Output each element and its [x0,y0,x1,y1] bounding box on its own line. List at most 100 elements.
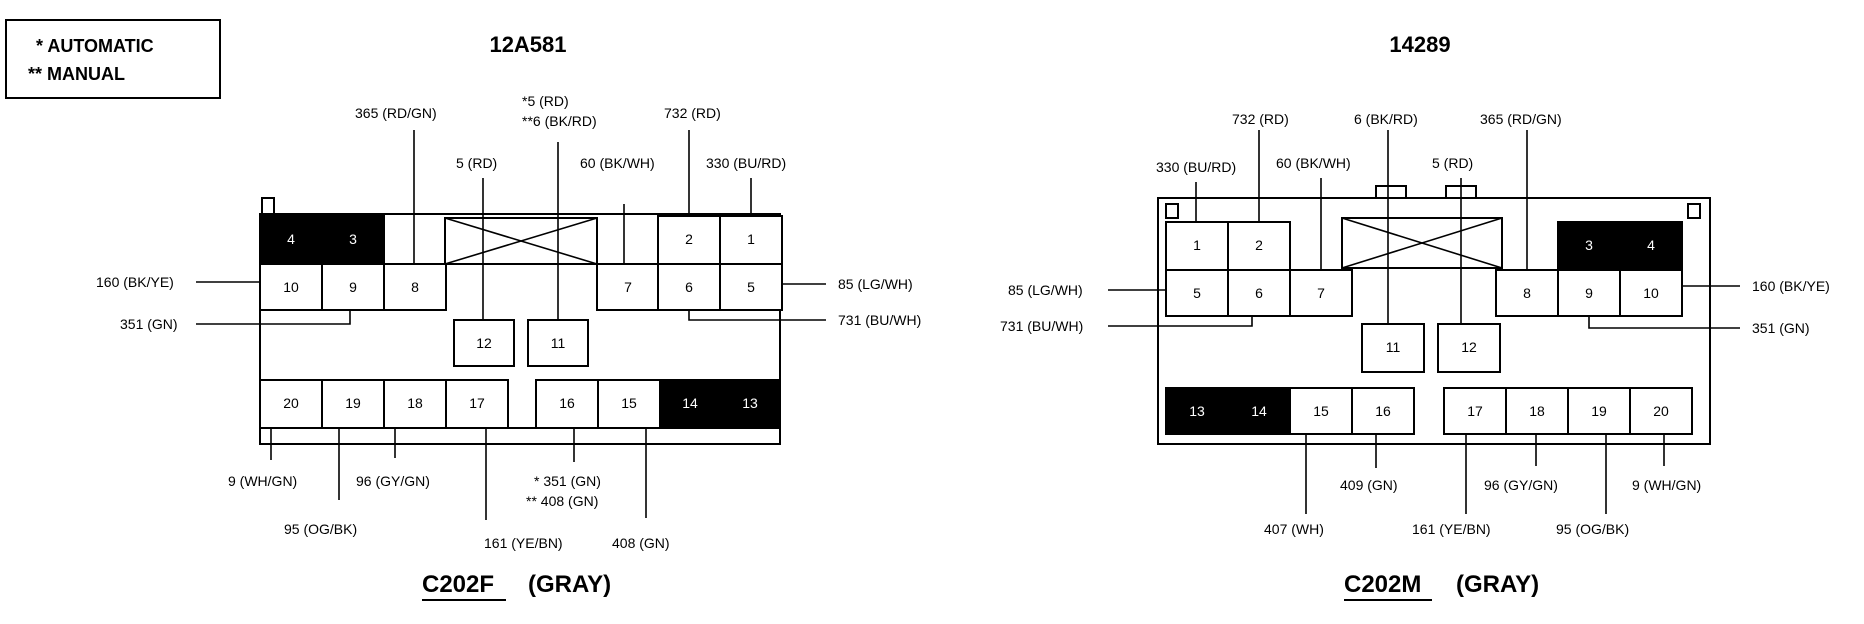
svg-text:17: 17 [469,395,485,411]
legend-box: * AUTOMATIC ** MANUAL [5,19,221,99]
svg-text:18: 18 [1529,403,1545,419]
c202m-pin-8 [1495,269,1559,317]
c202f-wire-408: 408 (GN) [612,535,670,551]
c202m-wire-407: 407 (WH) [1264,521,1324,537]
svg-text:11: 11 [1386,339,1401,355]
svg-text:13: 13 [742,395,758,411]
c202m-wire-96: 96 (GY/GN) [1484,477,1558,493]
svg-text:19: 19 [345,395,361,411]
c202f-caption-color: (GRAY) [528,571,611,598]
c202f-wire-95: 95 (OG/BK) [284,521,357,537]
c202f-wire-6-manual: **6 (BK/RD) [522,113,597,129]
svg-text:5: 5 [1193,285,1201,301]
c202m-wire-160: 160 (BK/YE) [1752,278,1830,294]
c202f-wire-5: 5 (RD) [456,155,497,171]
svg-text:20: 20 [1653,403,1669,419]
svg-text:2: 2 [1255,237,1263,253]
c202f-pin-5 [719,263,783,311]
c202f-wire-330: 330 (BU/RD) [706,155,786,171]
c202m-pin-11 [1361,323,1425,373]
svg-text:9: 9 [349,279,357,295]
c202f-pin-12 [453,319,515,367]
svg-text:14: 14 [1251,403,1267,419]
c202f-part-number: 12A581 [489,32,566,57]
svg-text:12: 12 [1461,339,1477,355]
c202m-wire-6: 6 (BK/RD) [1354,111,1418,127]
c202m-pin-15 [1289,387,1353,435]
c202m-wire-60: 60 (BK/WH) [1276,155,1351,171]
c202f-wire-85: 85 (LG/WH) [838,276,913,292]
c202m-pin-14 [1227,387,1291,435]
c202f-pin-4 [259,215,323,263]
c202f-pin-17 [445,379,509,429]
c202f-pin-9 [321,263,385,311]
c202f-wire-408-manual: ** 408 (GN) [526,493,598,509]
svg-text:3: 3 [349,231,357,247]
c202f-pin-8 [383,263,447,311]
c202f-wire-160: 160 (BK/YE) [96,274,174,290]
svg-text:5: 5 [747,279,755,295]
c202f-pin-18 [383,379,447,429]
c202m-wire-351: 351 (GN) [1752,320,1810,336]
c202m-pin-18 [1505,387,1569,435]
c202f-wire-351-auto: * 351 (GN) [534,473,601,489]
svg-text:10: 10 [1643,285,1659,301]
c202m-blank-cavity [1341,217,1503,269]
svg-text:2: 2 [685,231,693,247]
c202f-wire-731: 731 (BU/WH) [838,312,921,328]
c202m-wire-365: 365 (RD/GN) [1480,111,1562,127]
c202f-pin-13 [719,379,781,429]
c202m-caption-name: C202M [1344,571,1421,598]
connector-c202f: 12A581 4 3 10 9 8 2 1 7 6 5 [96,32,921,601]
c202f-wire-60: 60 (BK/WH) [580,155,655,171]
c202f-wire-161: 161 (YE/BN) [484,535,563,551]
c202m-caption-color: (GRAY) [1456,571,1539,598]
svg-text:3: 3 [1585,237,1593,253]
c202m-pin-16 [1351,387,1415,435]
c202m-pin-13 [1165,387,1229,435]
c202m-pin-20 [1629,387,1693,435]
svg-text:1: 1 [747,231,755,247]
c202f-wire-732: 732 (RD) [664,105,721,121]
svg-text:13: 13 [1189,403,1205,419]
legend-automatic: * AUTOMATIC [36,36,154,56]
c202f-wire-96: 96 (GY/GN) [356,473,430,489]
svg-text:16: 16 [1375,403,1391,419]
c202f-wire-5-auto: *5 (RD) [522,93,569,109]
svg-text:1: 1 [1193,237,1201,253]
svg-text:11: 11 [551,335,566,351]
svg-text:6: 6 [1255,285,1263,301]
c202f-wire-351: 351 (GN) [120,316,178,332]
svg-text:17: 17 [1467,403,1483,419]
c202f-pin-7 [596,263,660,311]
c202m-wire-5: 5 (RD) [1432,155,1473,171]
svg-text:20: 20 [283,395,299,411]
c202f-pin-15 [597,379,661,429]
c202f-pin-20 [259,379,323,429]
c202m-part-number: 14289 [1389,32,1450,57]
svg-text:10: 10 [283,279,299,295]
svg-text:4: 4 [1647,237,1655,253]
c202m-pin-9 [1557,269,1621,317]
svg-text:7: 7 [1317,285,1325,301]
c202m-wire-731: 731 (BU/WH) [1000,318,1083,334]
c202m-wire-9: 9 (WH/GN) [1632,477,1701,493]
svg-text:6: 6 [685,279,693,295]
svg-text:16: 16 [559,395,575,411]
c202f-pin-11 [527,319,589,367]
c202m-wire-330: 330 (BU/RD) [1156,159,1236,175]
c202f-blank-cavity [444,217,598,265]
svg-text:8: 8 [411,279,419,295]
c202m-wire-732: 732 (RD) [1232,111,1289,127]
svg-text:14: 14 [682,395,698,411]
svg-text:12: 12 [476,335,492,351]
c202m-pin-7 [1289,269,1353,317]
svg-text:8: 8 [1523,285,1531,301]
connector-c202m: 14289 1 2 5 6 7 3 4 8 9 [1000,32,1830,601]
c202f-caption-name: C202F [422,571,494,598]
svg-text:15: 15 [1313,403,1329,419]
svg-text:15: 15 [621,395,637,411]
c202m-pin-6 [1227,269,1291,317]
c202f-wire-365: 365 (RD/GN) [355,105,437,121]
